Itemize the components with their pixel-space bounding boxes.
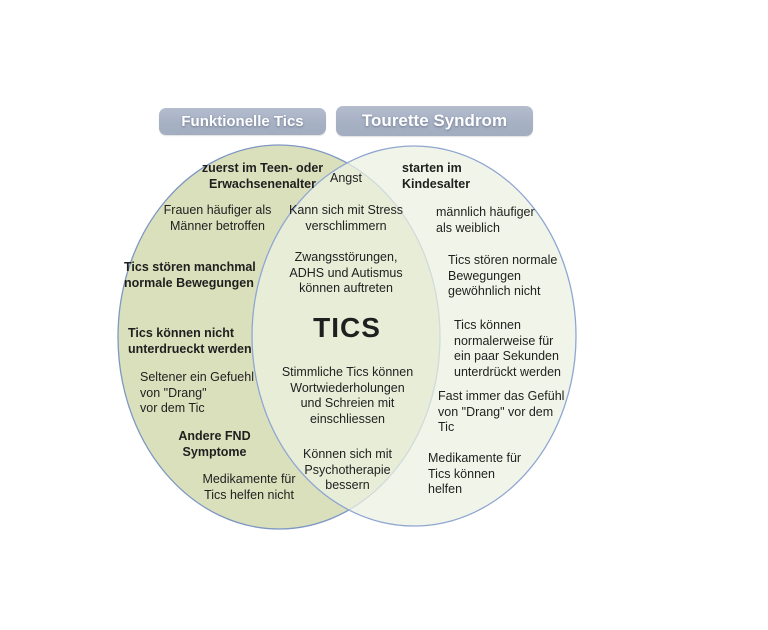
left-item-fnd-symptoms: Andere FND Symptome — [178, 429, 251, 459]
right-circle-tourette — [251, 145, 577, 527]
label-tourette-syndrom: Tourette Syndrom — [336, 106, 533, 136]
right-item-urge: Fast immer das Gefühl von "Drang" vor de… — [438, 389, 565, 434]
center-title-tics: TICS — [313, 312, 381, 343]
center-item-psychotherapy: Können sich mit Psychotherapie bessern — [303, 447, 392, 492]
left-item-onset: zuerst im Teen- oder Erwachsenenalter — [201, 161, 324, 191]
left-item-medication: Medikamente für Tics helfen nicht — [202, 472, 296, 502]
right-item-movement: Tics stören normale Bewegungen gewöhnlic… — [448, 253, 558, 298]
right-item-medication: Medikamente für Tics können helfen — [428, 451, 522, 496]
center-item-vocal-tics: Stimmliche Tics können Wortwiederholunge… — [281, 365, 414, 426]
left-item-not-suppressible: Tics können nicht unterdrueckt werden — [128, 326, 252, 356]
left-item-urge: Seltener ein Gefuehl von "Drang" vor dem… — [140, 370, 254, 415]
right-item-onset: starten im Kindesalter — [402, 161, 471, 191]
right-item-suppressible: Tics können normalerweise für ein paar S… — [454, 318, 562, 379]
right-item-gender: männlich häufiger als weiblich — [436, 205, 535, 235]
left-item-disturb-movement: Tics stören manchmal normale Bewegungen — [124, 260, 256, 290]
label-functional-tics: Funktionelle Tics — [159, 108, 326, 135]
left-item-gender: Frauen häufiger als Männer betroffen — [163, 203, 272, 233]
center-item-stress: Kann sich mit Stress verschlimmern — [289, 203, 403, 233]
center-item-comorbidities: Zwangsstörungen, ADHS und Autismus könne… — [289, 250, 403, 295]
center-item-anxiety: Angst — [330, 171, 362, 185]
